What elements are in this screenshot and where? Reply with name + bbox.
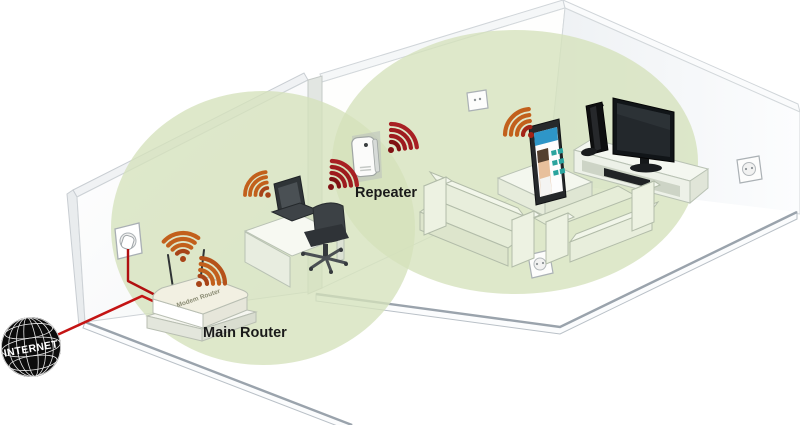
repeater-led [363,142,368,147]
main-router-label: Main Router [203,325,287,341]
wifi-signal-repeater-right [388,121,419,153]
laptop [270,175,322,222]
sofa-left-arm [423,176,447,236]
living-right-wall-top-edge [562,0,800,113]
tablet [528,118,567,206]
internet-globe: INTERNET [1,317,61,377]
sofa-left [418,170,542,268]
sofa-right [532,180,662,265]
globe-wireframe [1,317,61,377]
game-console [581,101,609,157]
desk [243,212,346,288]
sofa-left-arm-right [511,210,535,268]
media-player [604,168,650,188]
flat-screen-tv [612,97,675,173]
tablet-app-icons [551,148,566,176]
sofa-right-arm-right [631,180,655,232]
tv-base [630,163,662,173]
wifi-signal-repeater-left [328,158,360,190]
game-controller [581,147,597,157]
living-back-wall-outlet [466,89,489,112]
wifi-signal-tablet [502,107,534,138]
wifi-signal-router-up [161,230,201,262]
chair-base [301,247,348,273]
modem-router: Modem Router [152,249,249,329]
study-floor-front-edge [84,320,353,425]
office-chair [301,202,349,274]
living-right-wall-outlet [736,155,763,184]
living-floor-front-edge [315,210,798,329]
router-top-face [152,276,249,315]
power-plug [120,234,135,250]
wifi-repeater [351,131,382,183]
study-wall-outlet [114,222,143,260]
study-floor [82,320,353,425]
tablet-header-bar [534,127,558,146]
repeater-label: Repeater [355,185,417,201]
wifi-signal-router-right [196,256,228,287]
chair-seat [304,224,349,247]
wifi-signal-laptop [243,170,271,198]
sofa-right-arm-left [545,212,569,265]
router-antenna-left [167,254,174,289]
